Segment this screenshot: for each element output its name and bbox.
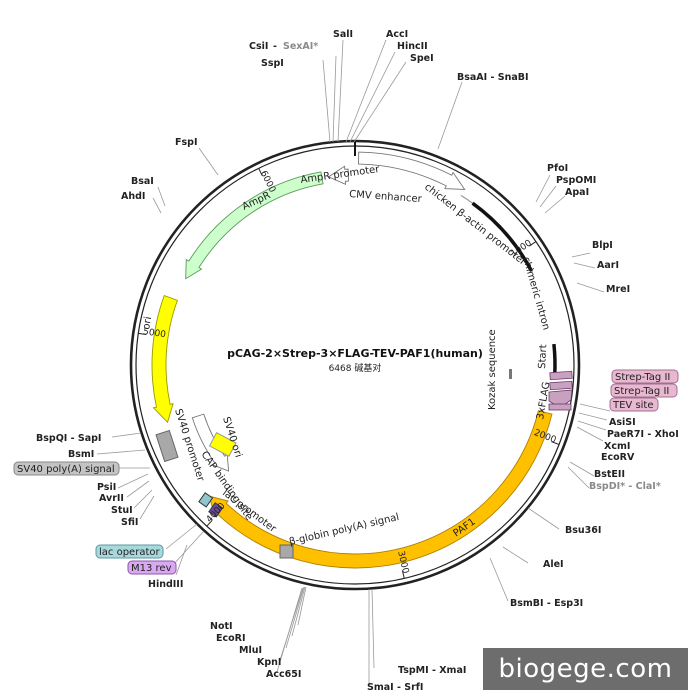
tick-mark <box>401 570 405 579</box>
site-ahdi[interactable]: AhdI <box>121 191 145 202</box>
tev-block[interactable] <box>548 403 572 411</box>
site-asisi[interactable]: AsiSI <box>609 417 636 428</box>
site-spei[interactable]: SpeI <box>410 53 434 64</box>
label-strep-1: Strep-Tag II <box>615 372 670 383</box>
site-paer7i[interactable]: PaeR7I - XhoI <box>607 429 679 440</box>
site-avrii[interactable]: AvrII <box>99 493 124 504</box>
tick-mark <box>529 241 537 247</box>
site-sexai[interactable]: SexAI* <box>283 41 318 52</box>
tick-mark <box>206 519 213 527</box>
site-stui[interactable]: StuI <box>111 505 133 516</box>
site-leaders <box>96 39 611 685</box>
site-alei[interactable]: AleI <box>543 559 564 570</box>
kozak-feature[interactable] <box>509 369 512 379</box>
ampr-feature[interactable] <box>185 171 324 280</box>
site-bsu36i[interactable]: Bsu36I <box>565 525 601 536</box>
site-acci[interactable]: AccI <box>386 29 408 40</box>
site-kpni[interactable]: KpnI <box>257 657 281 668</box>
globin-polya-feature[interactable] <box>279 544 294 559</box>
site-ecori[interactable]: EcoRI <box>216 633 246 644</box>
label-start: Start <box>537 344 549 369</box>
tick-mark <box>138 332 147 336</box>
site-blpi[interactable]: BlpI <box>592 240 613 251</box>
strep-tag-block-1[interactable] <box>549 370 573 381</box>
lac-operator-feature[interactable] <box>198 492 214 508</box>
box-sv40-polya[interactable] <box>13 461 120 476</box>
m13-rev-feature[interactable] <box>208 502 224 518</box>
site-bsmbi[interactable]: BsmBI - Esp3I <box>510 598 583 609</box>
plasmid-name: pCAG-2×Strep-3×FLAG-TEV-PAF1(human) <box>227 347 483 360</box>
cmv-enhancer-feature[interactable] <box>358 151 466 190</box>
label-ori: ori <box>141 316 154 331</box>
site-ecorv[interactable]: EcoRV <box>601 452 635 463</box>
site-fspi[interactable]: FspI <box>175 137 197 148</box>
label-strep-2: Strep-Tag II <box>614 386 669 397</box>
label-ampr-promoter: AmpR promoter <box>300 164 381 186</box>
tick-label: 5000 <box>142 327 166 340</box>
site-tspmi[interactable]: TspMI - XmaI <box>398 665 466 676</box>
site-sali[interactable]: SalI <box>333 29 353 40</box>
site-mrei[interactable]: MreI <box>606 284 630 295</box>
site-hindiii[interactable]: HindIII <box>148 579 183 590</box>
site-pspomi[interactable]: PspOMI <box>556 175 596 186</box>
site-apai[interactable]: ApaI <box>565 187 589 198</box>
tick-mark <box>551 441 560 446</box>
sv40-polya-feature[interactable] <box>155 429 179 463</box>
site-bsaai-snabi[interactable]: BsaAI - SnaBI <box>457 72 529 83</box>
site-bsmi[interactable]: BsmI <box>68 449 94 460</box>
site-acc65i[interactable]: Acc65I <box>266 669 301 680</box>
label-sv40-polya: SV40 poly(A) signal <box>17 464 115 475</box>
label-kozak: Kozak sequence <box>487 329 498 410</box>
box-lac-operator[interactable] <box>95 544 164 559</box>
site-sfii[interactable]: SfiI <box>121 517 138 528</box>
feature-arcs <box>151 151 557 569</box>
site-hincii[interactable]: HincII <box>397 41 428 52</box>
ampr-promoter-feature[interactable] <box>327 165 350 185</box>
label-chicken-promoter: chicken β-actin promoter <box>422 182 528 268</box>
site-bsai[interactable]: BsaI <box>131 176 154 187</box>
watermark: biogege.com <box>483 648 688 690</box>
site-pfoi[interactable]: PfoI <box>547 163 568 174</box>
sv40-ori-feature[interactable] <box>208 431 237 457</box>
tick-mark <box>258 168 263 176</box>
label-tev: TEV site <box>612 400 654 411</box>
box-strep-2[interactable] <box>610 383 678 398</box>
site-noti[interactable]: NotI <box>210 621 233 632</box>
site-bspdi[interactable]: BspDI* - ClaI* <box>589 481 661 492</box>
site-bsteii[interactable]: BstEII <box>594 469 625 480</box>
sv40-promoter-feature[interactable] <box>191 413 230 472</box>
plasmid-size: 6468 碱基对 <box>329 362 382 374</box>
label-cmv-enhancer: CMV enhancer <box>349 189 423 205</box>
box-m13-rev[interactable] <box>127 560 177 575</box>
chimeric-intron-feature[interactable] <box>471 201 534 272</box>
intron-end-feature[interactable] <box>552 343 557 376</box>
site-csii-dash: - <box>273 41 277 52</box>
site-mlui[interactable]: MluI <box>239 645 262 656</box>
site-csii[interactable]: CsiI <box>249 41 268 52</box>
label-lac-operator: lac operator <box>99 547 160 558</box>
site-xcmi[interactable]: XcmI <box>604 441 630 452</box>
site-psii[interactable]: PsiI <box>97 482 116 493</box>
strep-tag-block-2[interactable] <box>549 380 573 391</box>
site-aari[interactable]: AarI <box>597 260 619 271</box>
label-globin: β-globin poly(A) signal <box>288 512 400 548</box>
paf1-feature[interactable] <box>208 410 553 569</box>
box-strep-1[interactable] <box>611 369 679 384</box>
site-sspi[interactable]: SspI <box>261 58 284 69</box>
box-tev[interactable] <box>609 397 659 412</box>
label-m13-rev: M13 rev <box>131 563 172 574</box>
site-bspqi[interactable]: BspQI - SapI <box>36 433 101 444</box>
site-smai[interactable]: SmaI - SrfI <box>367 682 423 693</box>
ori-feature[interactable] <box>151 294 178 424</box>
label-chimeric-intron: chimeric intron <box>520 256 551 332</box>
